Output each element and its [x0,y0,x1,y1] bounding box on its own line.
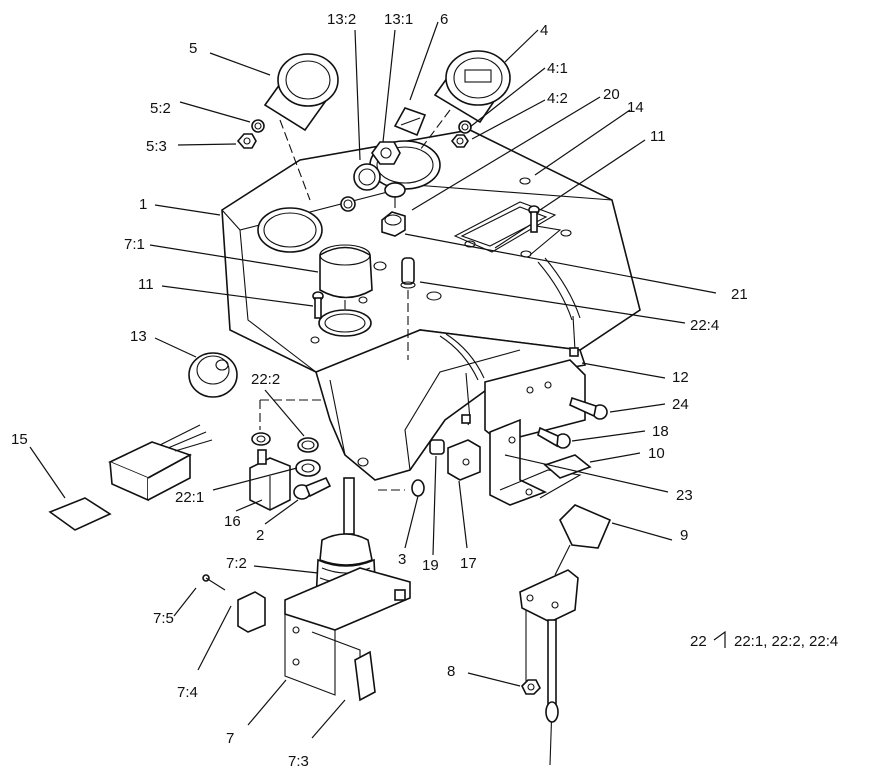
plate-10 [543,454,592,479]
label-card-15 [48,497,112,531]
callout-labels: 5 13:2 13:1 6 4 4:1 4:2 20 14 11 5:2 5:3… [11,11,838,770]
callout-21: 21 [731,286,748,303]
gauge-right-hourmeter [433,50,511,124]
screw-11-left [312,291,324,319]
nut-top-16 [251,432,271,446]
boot-ring [318,309,372,337]
nut-3 [411,479,425,497]
callout-16: 16 [224,513,241,530]
legend-items: 22:1, 22:2, 22:4 [734,633,838,650]
connector-plug [108,424,213,502]
callout-13-2: 13:2 [327,11,356,28]
bracket-12 [484,359,586,443]
callout-13-1: 13:1 [384,11,413,28]
callout-19: 19 [422,557,439,574]
nut-19 [429,439,445,455]
pin-22-4 [400,257,416,360]
legend-key: 22 [690,633,707,650]
callout-13: 13 [130,328,147,345]
knob-20 [384,182,406,208]
bolt-2 [293,476,332,500]
callout-10: 10 [648,445,665,462]
block-17 [447,439,481,481]
callout-22-1: 22:1 [175,489,204,506]
gauge-left [263,53,339,132]
key-switch-nut [353,163,381,191]
washer-4-1 [458,120,472,134]
callout-11-left: 11 [138,276,154,293]
cam-7-3 [354,650,376,702]
callout-22-2: 22:2 [251,371,280,388]
callout-24: 24 [672,396,689,413]
callout-4: 4 [540,22,548,39]
nut-5-3 [236,133,257,149]
nut-8 [521,679,541,695]
leader-lines [29,21,726,739]
callout-7: 7 [226,730,234,747]
lever-9 [519,504,612,766]
horn-13 [188,352,238,398]
gauge-opening-left [257,207,323,253]
callout-15: 15 [11,431,28,448]
joystick-assembly [284,477,411,696]
console-housing [221,129,641,481]
washer-small [340,196,356,212]
callout-11-top: 11 [650,128,666,145]
switch-7-4 [237,591,266,633]
callout-14: 14 [627,99,644,116]
callout-4-2: 4:2 [547,90,568,107]
screw-11-right [528,205,540,233]
callout-6: 6 [440,11,448,28]
bushing-21 [381,211,406,237]
washer-5-2 [251,119,265,133]
callout-4-1: 4:1 [547,60,568,77]
screw-7-5 [202,574,226,591]
callout-7-5: 7:5 [153,610,174,627]
slot-cover-plate [453,201,562,256]
callout-3: 3 [398,551,406,568]
block-16 [249,449,291,511]
callout-22-4: 22:4 [690,317,719,334]
callout-2: 2 [256,527,264,544]
key-switch [371,141,401,165]
callout-7-1: 7:1 [124,236,145,253]
callout-17: 17 [460,555,477,572]
callout-5-3: 5:3 [146,138,167,155]
callout-8: 8 [447,663,455,680]
callout-20: 20 [603,86,620,103]
callout-18: 18 [652,423,669,440]
switch-6 [393,107,427,137]
callout-23: 23 [676,487,693,504]
nut-4-2 [450,134,469,148]
callout-1: 1 [139,196,147,213]
callout-7-2: 7:2 [226,555,247,572]
callout-7-4: 7:4 [177,684,198,701]
callout-7-3: 7:3 [288,753,309,770]
joystick-boot-7-1 [319,244,373,299]
wire-clips [461,315,579,426]
callout-5: 5 [189,40,197,57]
nut-22-1 [295,459,321,477]
bolt-18 [537,426,571,449]
washer-22-2 [297,437,319,453]
callout-12: 12 [672,369,689,386]
callout-9: 9 [680,527,688,544]
callout-5-2: 5:2 [150,100,171,117]
bolt-24 [569,396,608,420]
